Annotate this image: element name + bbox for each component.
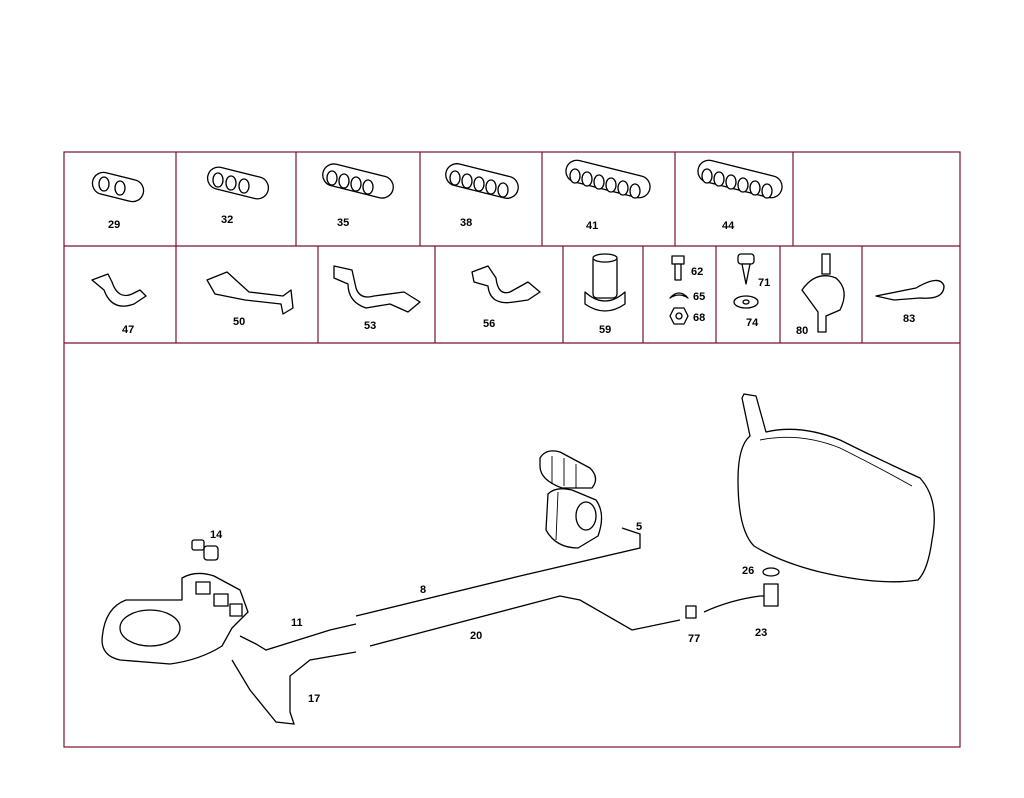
clamp-32 bbox=[206, 166, 270, 200]
fuel-line-17 bbox=[231, 651, 357, 725]
label-74: 74 bbox=[746, 317, 759, 329]
label-56: 56 bbox=[483, 318, 495, 330]
label-83: 83 bbox=[903, 313, 915, 325]
bracket-47 bbox=[91, 273, 147, 307]
label-11: 11 bbox=[291, 617, 303, 629]
label-59: 59 bbox=[599, 324, 611, 336]
bracket-53 bbox=[333, 265, 421, 313]
washer-74 bbox=[733, 295, 759, 309]
bolt-62 bbox=[671, 255, 685, 281]
bracket-50 bbox=[206, 271, 294, 315]
distributor-pump bbox=[101, 572, 249, 665]
grommet-59 bbox=[584, 253, 626, 312]
label-20: 20 bbox=[470, 630, 482, 642]
label-5: 5 bbox=[636, 521, 642, 533]
fuel-tank bbox=[737, 393, 935, 583]
label-47: 47 bbox=[122, 324, 134, 336]
label-35: 35 bbox=[337, 217, 349, 229]
fuel-line-8 bbox=[355, 527, 641, 617]
clamp-38 bbox=[445, 163, 519, 199]
label-68: 68 bbox=[693, 312, 705, 324]
label-32: 32 bbox=[221, 214, 233, 226]
label-53: 53 bbox=[364, 320, 376, 332]
bracket-56 bbox=[471, 265, 541, 304]
label-14: 14 bbox=[210, 529, 223, 541]
label-8: 8 bbox=[420, 584, 426, 596]
diagram-frame bbox=[63, 151, 961, 748]
label-23: 23 bbox=[755, 627, 767, 639]
label-62: 62 bbox=[691, 266, 703, 278]
label-50: 50 bbox=[233, 316, 245, 328]
clamp-80 bbox=[801, 253, 845, 333]
nut-68 bbox=[669, 307, 689, 325]
label-65: 65 bbox=[693, 291, 705, 303]
cable-tie-83 bbox=[875, 279, 945, 301]
fuel-line-11 bbox=[239, 623, 357, 651]
screw-71 bbox=[737, 253, 755, 285]
label-44: 44 bbox=[722, 220, 735, 232]
clip-65 bbox=[669, 292, 689, 299]
label-80: 80 bbox=[796, 325, 808, 337]
bolt-14 bbox=[191, 539, 219, 561]
clamp-35 bbox=[322, 163, 394, 199]
clamp-44 bbox=[697, 159, 783, 199]
return-hose-23 bbox=[703, 595, 776, 613]
label-38: 38 bbox=[460, 217, 472, 229]
fuel-line-20 bbox=[369, 595, 681, 647]
clamp-77 bbox=[685, 605, 697, 619]
label-41: 41 bbox=[586, 220, 598, 232]
fuel-pump bbox=[545, 488, 603, 549]
clamp-29 bbox=[91, 171, 145, 203]
label-17: 17 bbox=[308, 693, 320, 705]
label-26: 26 bbox=[742, 565, 754, 577]
fuel-filter-upper bbox=[539, 450, 597, 489]
label-71: 71 bbox=[758, 277, 770, 289]
label-29: 29 bbox=[108, 219, 120, 231]
clamp-41 bbox=[565, 159, 651, 199]
label-77: 77 bbox=[688, 633, 700, 645]
fitting-26 bbox=[762, 567, 780, 607]
